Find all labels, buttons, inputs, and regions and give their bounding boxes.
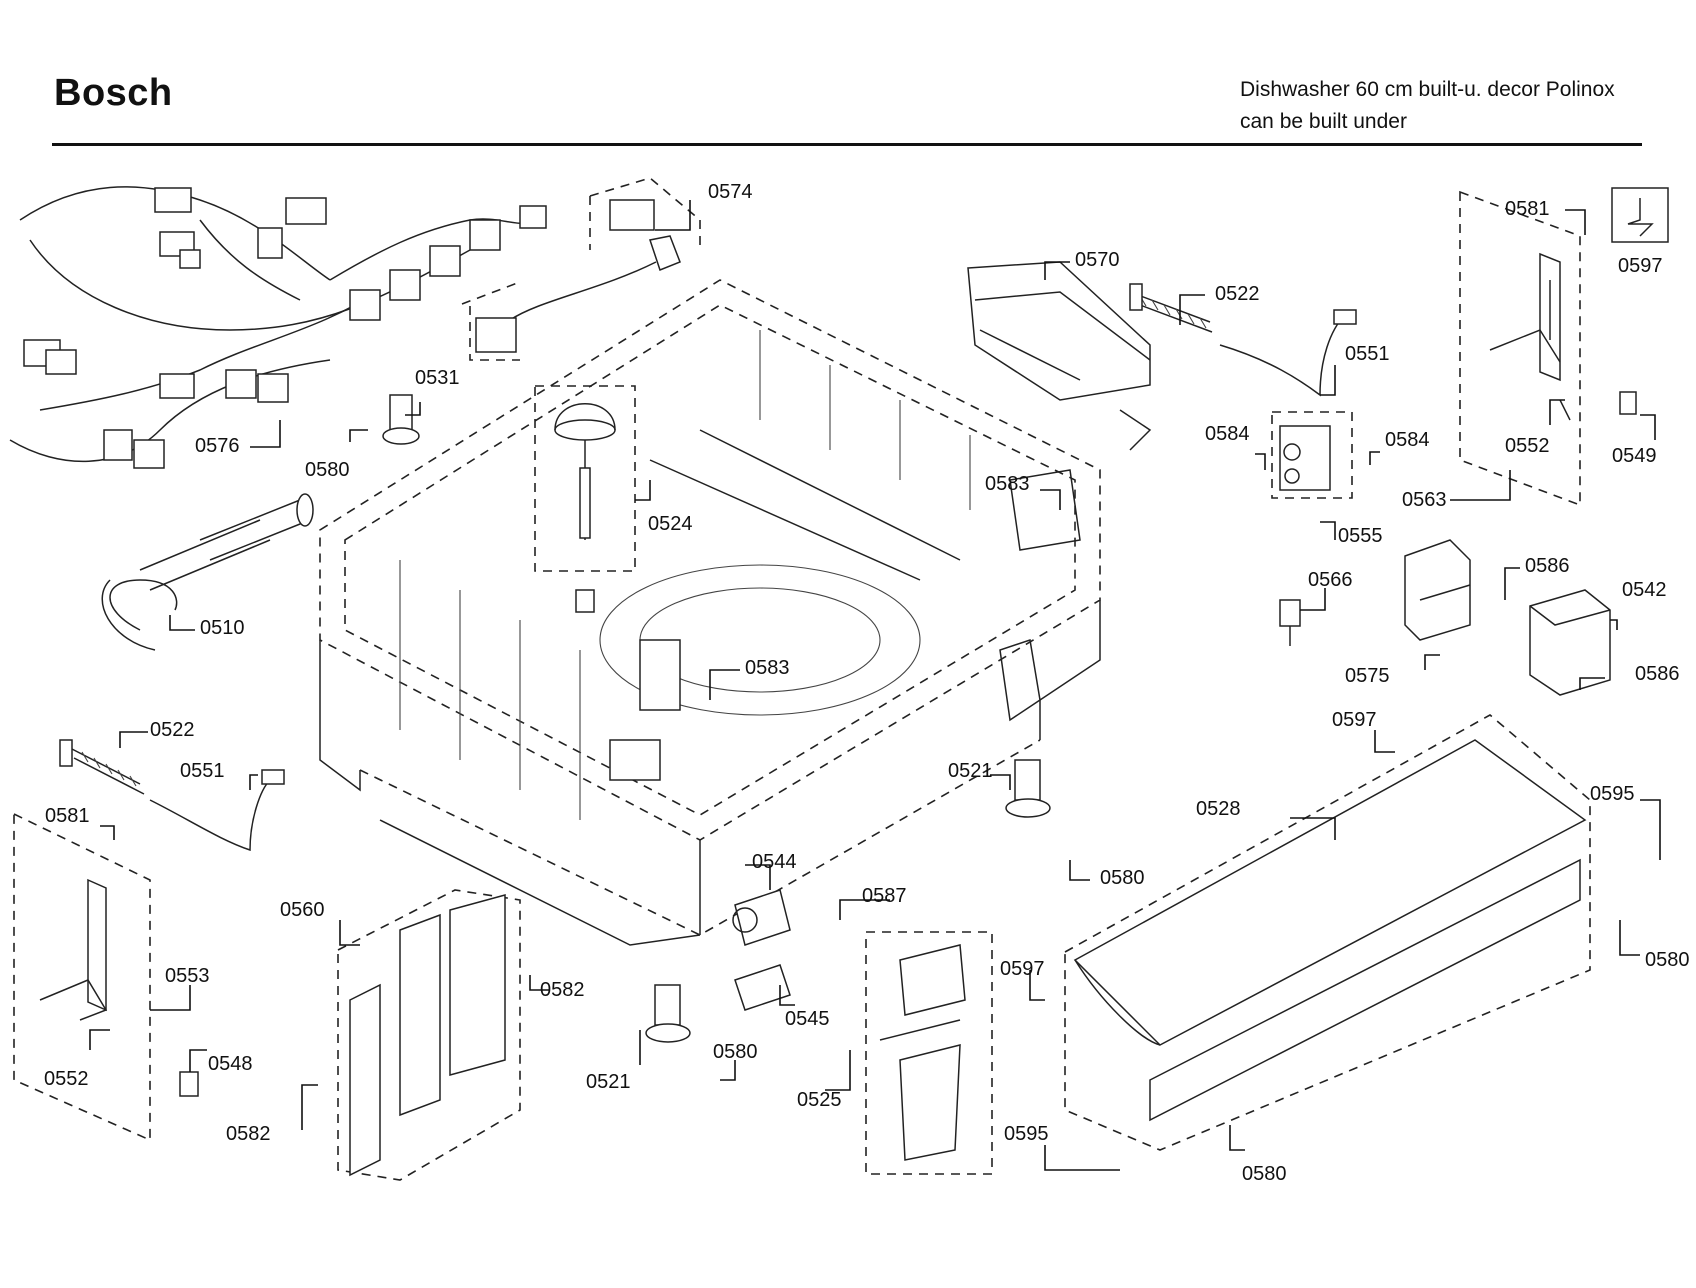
label-0576: 0576: [195, 435, 240, 457]
label-0583-b: 0583: [745, 657, 790, 679]
part-0560-bracket: [337, 889, 521, 1181]
leader-lines: [89, 200, 1661, 1171]
label-0587: 0587: [862, 885, 907, 907]
wire-harness: [9, 186, 547, 469]
label-0521: 0521: [948, 760, 993, 782]
label-0595-b: 0595: [1004, 1123, 1049, 1145]
part-0521-foot-left: [645, 984, 691, 1043]
label-0583: 0583: [985, 473, 1030, 495]
part-0542-cover: [1529, 589, 1611, 696]
model-line-1: Dishwasher 60 cm built-u. decor Polinox: [1240, 78, 1615, 101]
part-0510-drain-hose: [101, 493, 314, 651]
label-0597-b: 0597: [1332, 709, 1377, 731]
base-frame: [319, 279, 1101, 946]
label-0544: 0544: [752, 851, 797, 873]
label-0570: 0570: [1075, 249, 1120, 271]
part-0544-valve: [732, 889, 791, 946]
label-0549: 0549: [1612, 445, 1657, 467]
label-0581-b: 0581: [45, 805, 90, 827]
label-0560: 0560: [280, 899, 325, 921]
label-0581: 0581: [1505, 198, 1550, 220]
label-0575: 0575: [1345, 665, 1390, 687]
label-0582-b: 0582: [226, 1123, 271, 1145]
label-0542: 0542: [1622, 579, 1667, 601]
label-0521-b: 0521: [586, 1071, 631, 1093]
header-rule: [52, 143, 1642, 146]
part-0575-bracket: [1404, 539, 1471, 641]
part-0563-hinge-right: [1459, 187, 1669, 507]
part-0555-bracket: [1271, 411, 1353, 499]
part-labels: 0574 0570 0522 0551 0581 0597 0531 0576 …: [44, 181, 1690, 1185]
label-0510: 0510: [200, 617, 245, 639]
label-0597-c: 0597: [1000, 958, 1045, 980]
part-0528-kickplate: [1064, 714, 1591, 1151]
part-0551-cable-left: [149, 769, 285, 852]
part-0521-foot-right: [1005, 759, 1051, 818]
label-0595: 0595: [1590, 783, 1635, 805]
part-0524-spray-assembly: [534, 385, 636, 613]
part-0522-spring-left: [59, 739, 145, 795]
label-0586: 0586: [1525, 555, 1570, 577]
label-0580-e: 0580: [1242, 1163, 1287, 1185]
label-0580-d: 0580: [713, 1041, 758, 1063]
model-line-2: can be built under: [1240, 110, 1407, 133]
label-0531: 0531: [415, 367, 460, 389]
label-0551-b: 0551: [180, 760, 225, 782]
label-0555: 0555: [1338, 525, 1383, 547]
label-0524: 0524: [648, 513, 693, 535]
part-0525-assembly: [865, 931, 993, 1175]
label-0528: 0528: [1196, 798, 1241, 820]
label-0580-b: 0580: [1100, 867, 1145, 889]
label-0584: 0584: [1205, 423, 1250, 445]
label-0545: 0545: [785, 1008, 830, 1030]
part-0553-hinge-left: [13, 812, 199, 1142]
part-0566-sensor: [1279, 599, 1301, 646]
part-0531-foot: [382, 394, 420, 445]
label-0566: 0566: [1308, 569, 1353, 591]
label-0552-b: 0552: [44, 1068, 89, 1090]
part-0522-spring-top: [1129, 283, 1213, 333]
label-0580: 0580: [305, 459, 350, 481]
label-0574: 0574: [708, 181, 753, 203]
part-0574-cable: [461, 177, 701, 361]
label-0584-b: 0584: [1385, 429, 1430, 451]
label-0582: 0582: [540, 979, 585, 1001]
label-0552: 0552: [1505, 435, 1550, 457]
brand-title: Bosch: [54, 72, 173, 114]
model-description: Dishwasher 60 cm built-u. decor Polinox …: [1240, 74, 1615, 138]
label-0551: 0551: [1345, 343, 1390, 365]
label-0522-b: 0522: [150, 719, 195, 741]
label-0586-b: 0586: [1635, 663, 1680, 685]
part-0545-plate: [734, 964, 791, 1011]
label-0522: 0522: [1215, 283, 1260, 305]
part-0570-control-module: [967, 261, 1152, 451]
label-0525: 0525: [797, 1089, 842, 1111]
label-0597: 0597: [1618, 255, 1663, 277]
label-0563: 0563: [1402, 489, 1447, 511]
part-0551-cable-top: [1219, 309, 1357, 397]
label-0580-c: 0580: [1645, 949, 1690, 971]
label-0548: 0548: [208, 1053, 253, 1075]
label-0553: 0553: [165, 965, 210, 987]
